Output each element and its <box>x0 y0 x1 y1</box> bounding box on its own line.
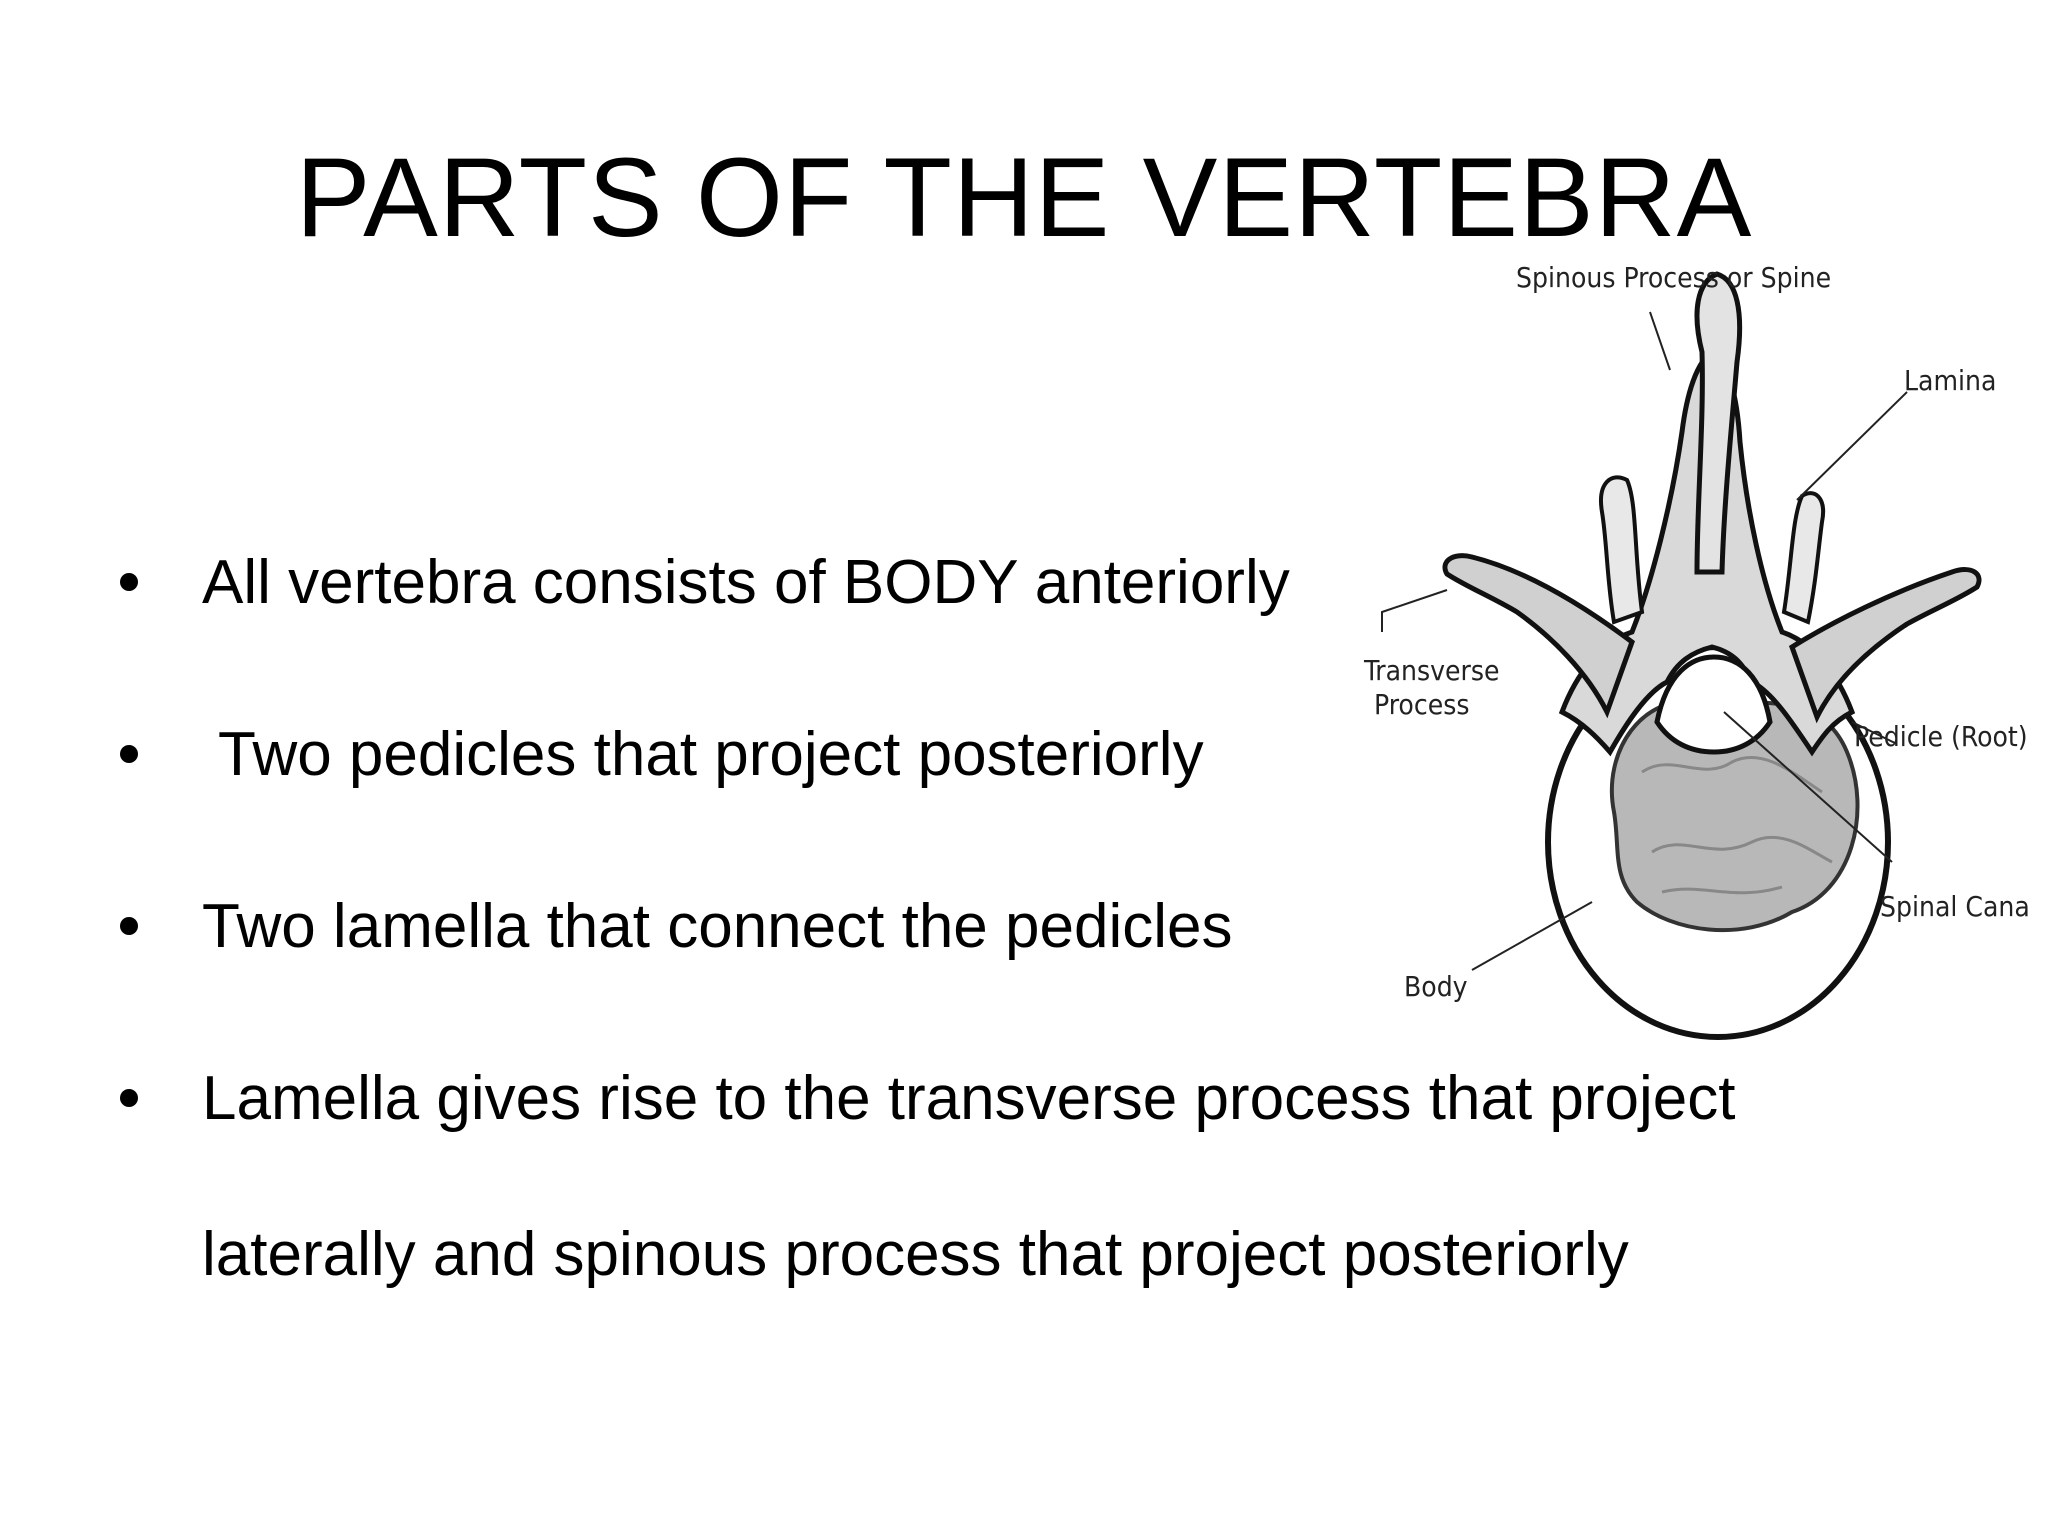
body-leader-line <box>1471 901 1593 971</box>
bullet-item: Two pedicles that project posteriorly <box>120 712 1880 798</box>
transverse-leader-line <box>1381 589 1448 632</box>
left-transverse-process <box>1442 553 1635 719</box>
bullet-text: All vertebra consists of BODY anteriorly <box>202 548 1290 617</box>
bullet-text-continuation: laterally and spinous process that proje… <box>202 1220 1629 1289</box>
spinous-process-shape <box>1694 271 1743 575</box>
spinal-canal-leader-line <box>1723 711 1893 863</box>
bullet-dot-icon <box>120 573 138 591</box>
bullet-list: All vertebra consists of BODY anteriorly… <box>120 540 1880 1384</box>
spinous-process-label: Spinous Process or Spine <box>1516 261 1831 294</box>
body-label: Body <box>1404 970 1468 1003</box>
bullet-text: Two lamella that connect the pedicles <box>202 892 1233 961</box>
right-transverse-process <box>1788 567 1982 724</box>
spinal-canal-label: Spinal Canal <box>1880 890 2032 923</box>
pedicle-label: Pedicle (Root) <box>1854 720 2028 753</box>
bullet-text: Lamella gives rise to the transverse pro… <box>202 1064 1736 1133</box>
bullet-item: All vertebra consists of BODY anteriorly <box>120 540 1880 626</box>
vertebra-illustration: Spinous Process or Spine Lamina Transver… <box>1363 261 2032 1040</box>
slide-title: PARTS OF THE VERTEBRA <box>295 135 1753 260</box>
transverse-process-label-line1: Transverse <box>1363 654 1500 687</box>
bullet-item: Lamella gives rise to the transverse pro… <box>120 1056 1880 1298</box>
left-articular-process <box>1599 475 1645 625</box>
pedicle-leader-line <box>1851 721 1898 745</box>
bullet-dot-icon <box>120 745 138 763</box>
bullet-item: Two lamella that connect the pedicles <box>120 884 1880 970</box>
bullet-dot-icon <box>120 917 138 935</box>
vertebra-diagram: Spinous Process or Spine Lamina Transver… <box>1352 252 2032 1052</box>
lamina-leader-line <box>1796 391 1908 501</box>
bullet-text: Two pedicles that project posteriorly <box>218 720 1204 789</box>
transverse-process-label-line2: Process <box>1374 688 1469 721</box>
spinous-leader-line <box>1649 311 1671 371</box>
lamina-label: Lamina <box>1904 364 1996 397</box>
bone-texture <box>1641 756 1833 895</box>
bullet-dot-icon <box>120 1089 138 1107</box>
right-articular-process <box>1781 491 1826 625</box>
